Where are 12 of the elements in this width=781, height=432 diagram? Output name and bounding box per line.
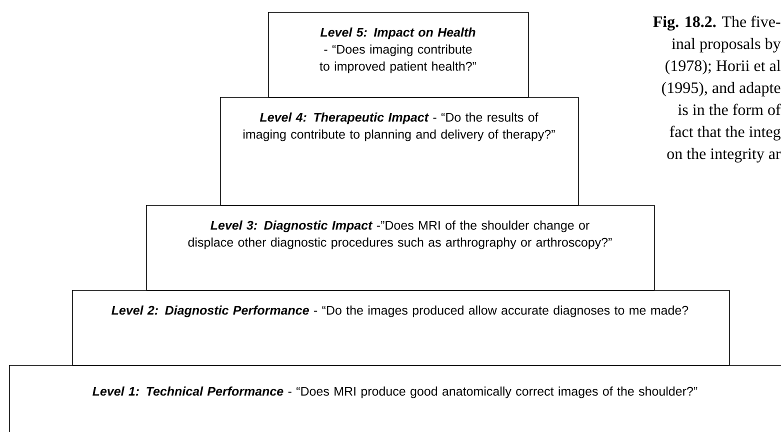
level-box: Level 3: Diagnostic Impact -”Does MRI of the shoulder change or displace other diagnostic procedures such as arthrography or arthroscopy?”	[146, 205, 655, 291]
caption-text: Fig. 18.2. The five-	[653, 16, 780, 31]
level-box: Level 2: Diagnostic Performance - “Do the images produced allow accurate diagnoses to me made?	[72, 290, 730, 366]
level-box: Level 5: Impact on Health - “Does imaging contribute to improved patient health?”	[268, 12, 529, 98]
level-box: Level 1: Technical Performance - “Does MRI produce good anatomically correct images of the shoulder?”	[9, 365, 781, 432]
caption-text: is in the form of	[678, 104, 781, 116]
caption-text: inal proposals by	[672, 38, 781, 52]
caption-text: fact that the integ	[670, 126, 781, 140]
level-box: Level 4: Therapeutic Impact - “Do the results of imaging contribute to planning and delivery of therapy?”	[220, 97, 579, 206]
caption-text: on the integrity ar	[667, 148, 781, 162]
caption-text: (1995), and adapte	[662, 82, 780, 96]
caption-text: (1978); Horii et al	[666, 60, 780, 74]
